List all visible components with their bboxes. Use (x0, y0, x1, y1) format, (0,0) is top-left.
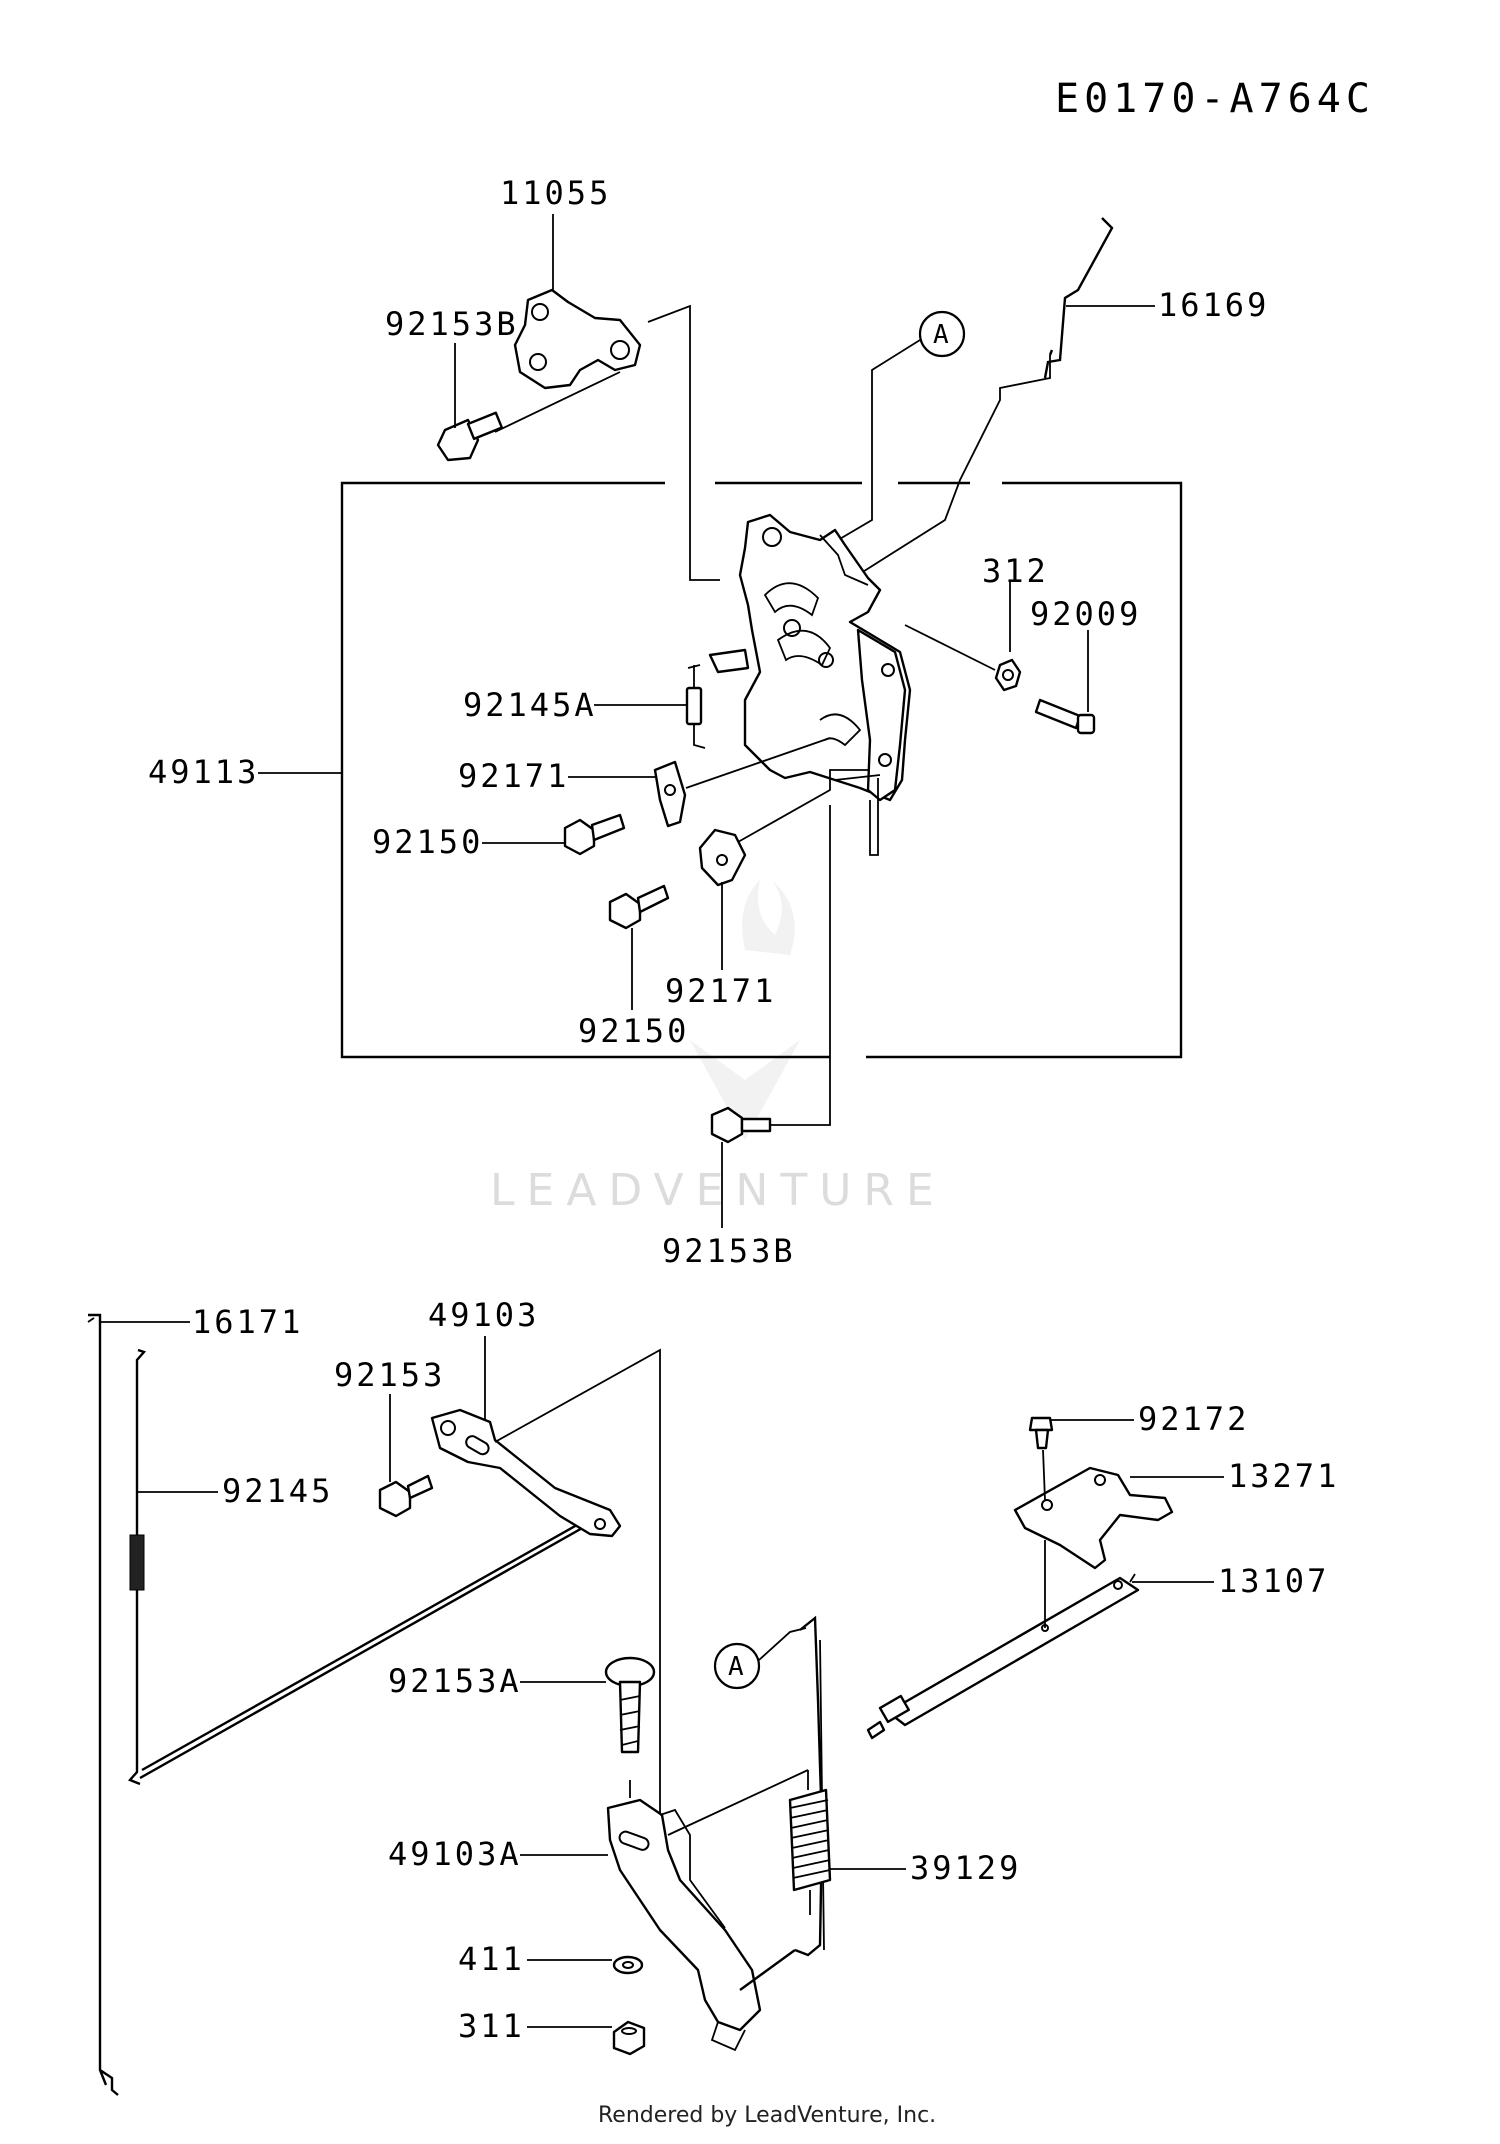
bolt-92153 (378, 1474, 434, 1518)
label-311: 311 (458, 2007, 525, 2045)
leader-11055-box (647, 304, 720, 581)
bolt-92153B-top (436, 411, 504, 462)
callout-a-top (918, 310, 966, 358)
label-92153B-top: 92153B (385, 305, 519, 343)
control-bracket-49113 (708, 513, 912, 802)
label-92171-b: 92171 (665, 972, 776, 1010)
label-16169: 16169 (1158, 286, 1269, 324)
label-92150-a: 92150 (372, 823, 483, 861)
pull-rod (139, 1510, 601, 1780)
leader-callout-a-bottom (758, 1627, 807, 1661)
leader-clamp-b (737, 769, 870, 843)
nut-312 (994, 658, 1022, 692)
label-92145A: 92145A (463, 686, 597, 724)
label-92153B-bottom: 92153B (662, 1232, 796, 1270)
label-92172: 92172 (1138, 1400, 1249, 1438)
leader-spring-to-bracket (667, 1769, 809, 1836)
rod-under-bracket (869, 778, 879, 856)
label-49113: 49113 (148, 753, 259, 791)
screw-92172 (1028, 1416, 1054, 1450)
diagram-code: E0170-A764C (1055, 76, 1375, 122)
leader-bolt-bracket (494, 371, 621, 433)
rod-16169 (1043, 217, 1114, 379)
rod-16171 (88, 1313, 119, 2096)
bracket-11055 (513, 288, 642, 390)
nut-311 (612, 2020, 646, 2056)
callout-a-bottom (713, 1642, 761, 1690)
shaft-13107 (866, 1573, 1140, 1740)
label-92153A: 92153A (388, 1662, 522, 1700)
washer-411-hole (622, 1961, 634, 1969)
label-13271: 13271 (1228, 1457, 1339, 1495)
clamp-92171-b (698, 828, 747, 887)
callout-a-bottom-label: A (728, 1652, 744, 1682)
label-11055: 11055 (500, 174, 611, 212)
spring-92145 (127, 1348, 147, 1786)
label-411: 411 (458, 1940, 525, 1978)
leader-bolt-92153B-bottom (770, 805, 831, 1126)
screw-92150-a (563, 813, 626, 856)
plate-13271 (1013, 1466, 1174, 1570)
bracket-49103A (606, 1798, 762, 2052)
leader-screw-92172 (1042, 1449, 1046, 1501)
label-312: 312 (982, 552, 1049, 590)
leader-clamp-a (685, 737, 831, 789)
screw-92150-b (608, 884, 670, 930)
label-39129: 39129 (910, 1849, 1021, 1887)
clamp-92171-a (653, 760, 687, 828)
label-16171: 16171 (192, 1303, 303, 1341)
rod-and-spring-39129 (739, 1615, 832, 1991)
label-13107: 13107 (1218, 1562, 1329, 1600)
footer-credit: Rendered by LeadVenture, Inc. (598, 2103, 936, 2128)
label-49103: 49103 (428, 1296, 539, 1334)
label-92150-b: 92150 (578, 1012, 689, 1050)
watermark-text: LEADVENTURE (490, 1165, 946, 1216)
watermark-logo (690, 880, 800, 1140)
label-92145: 92145 (222, 1472, 333, 1510)
leader-rod-16169 (849, 355, 1051, 581)
label-92153: 92153 (334, 1356, 445, 1394)
label-92009: 92009 (1030, 595, 1141, 633)
leader-49103-frame (494, 1348, 661, 1837)
label-92171-a: 92171 (458, 757, 569, 795)
label-49103A: 49103A (388, 1835, 522, 1873)
carriage-bolt-92153A (604, 1656, 656, 1754)
leader-callout-a-top (837, 339, 921, 541)
spring-92145A (685, 664, 706, 749)
leader-nut-312 (904, 624, 996, 671)
lever-49103 (430, 1408, 622, 1538)
bolt-92009 (1034, 698, 1096, 735)
callout-a-top-label: A (933, 320, 949, 350)
